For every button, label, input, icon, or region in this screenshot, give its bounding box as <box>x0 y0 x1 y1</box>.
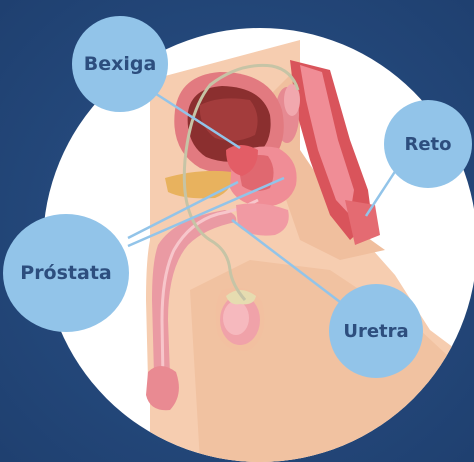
label-uretra: Uretra <box>328 284 424 378</box>
testicle-highlight <box>223 301 249 335</box>
label-prostata: Próstata <box>3 214 129 332</box>
label-bexiga: Bexiga <box>72 16 168 112</box>
label-reto: Reto <box>384 100 472 188</box>
glans <box>146 366 179 410</box>
